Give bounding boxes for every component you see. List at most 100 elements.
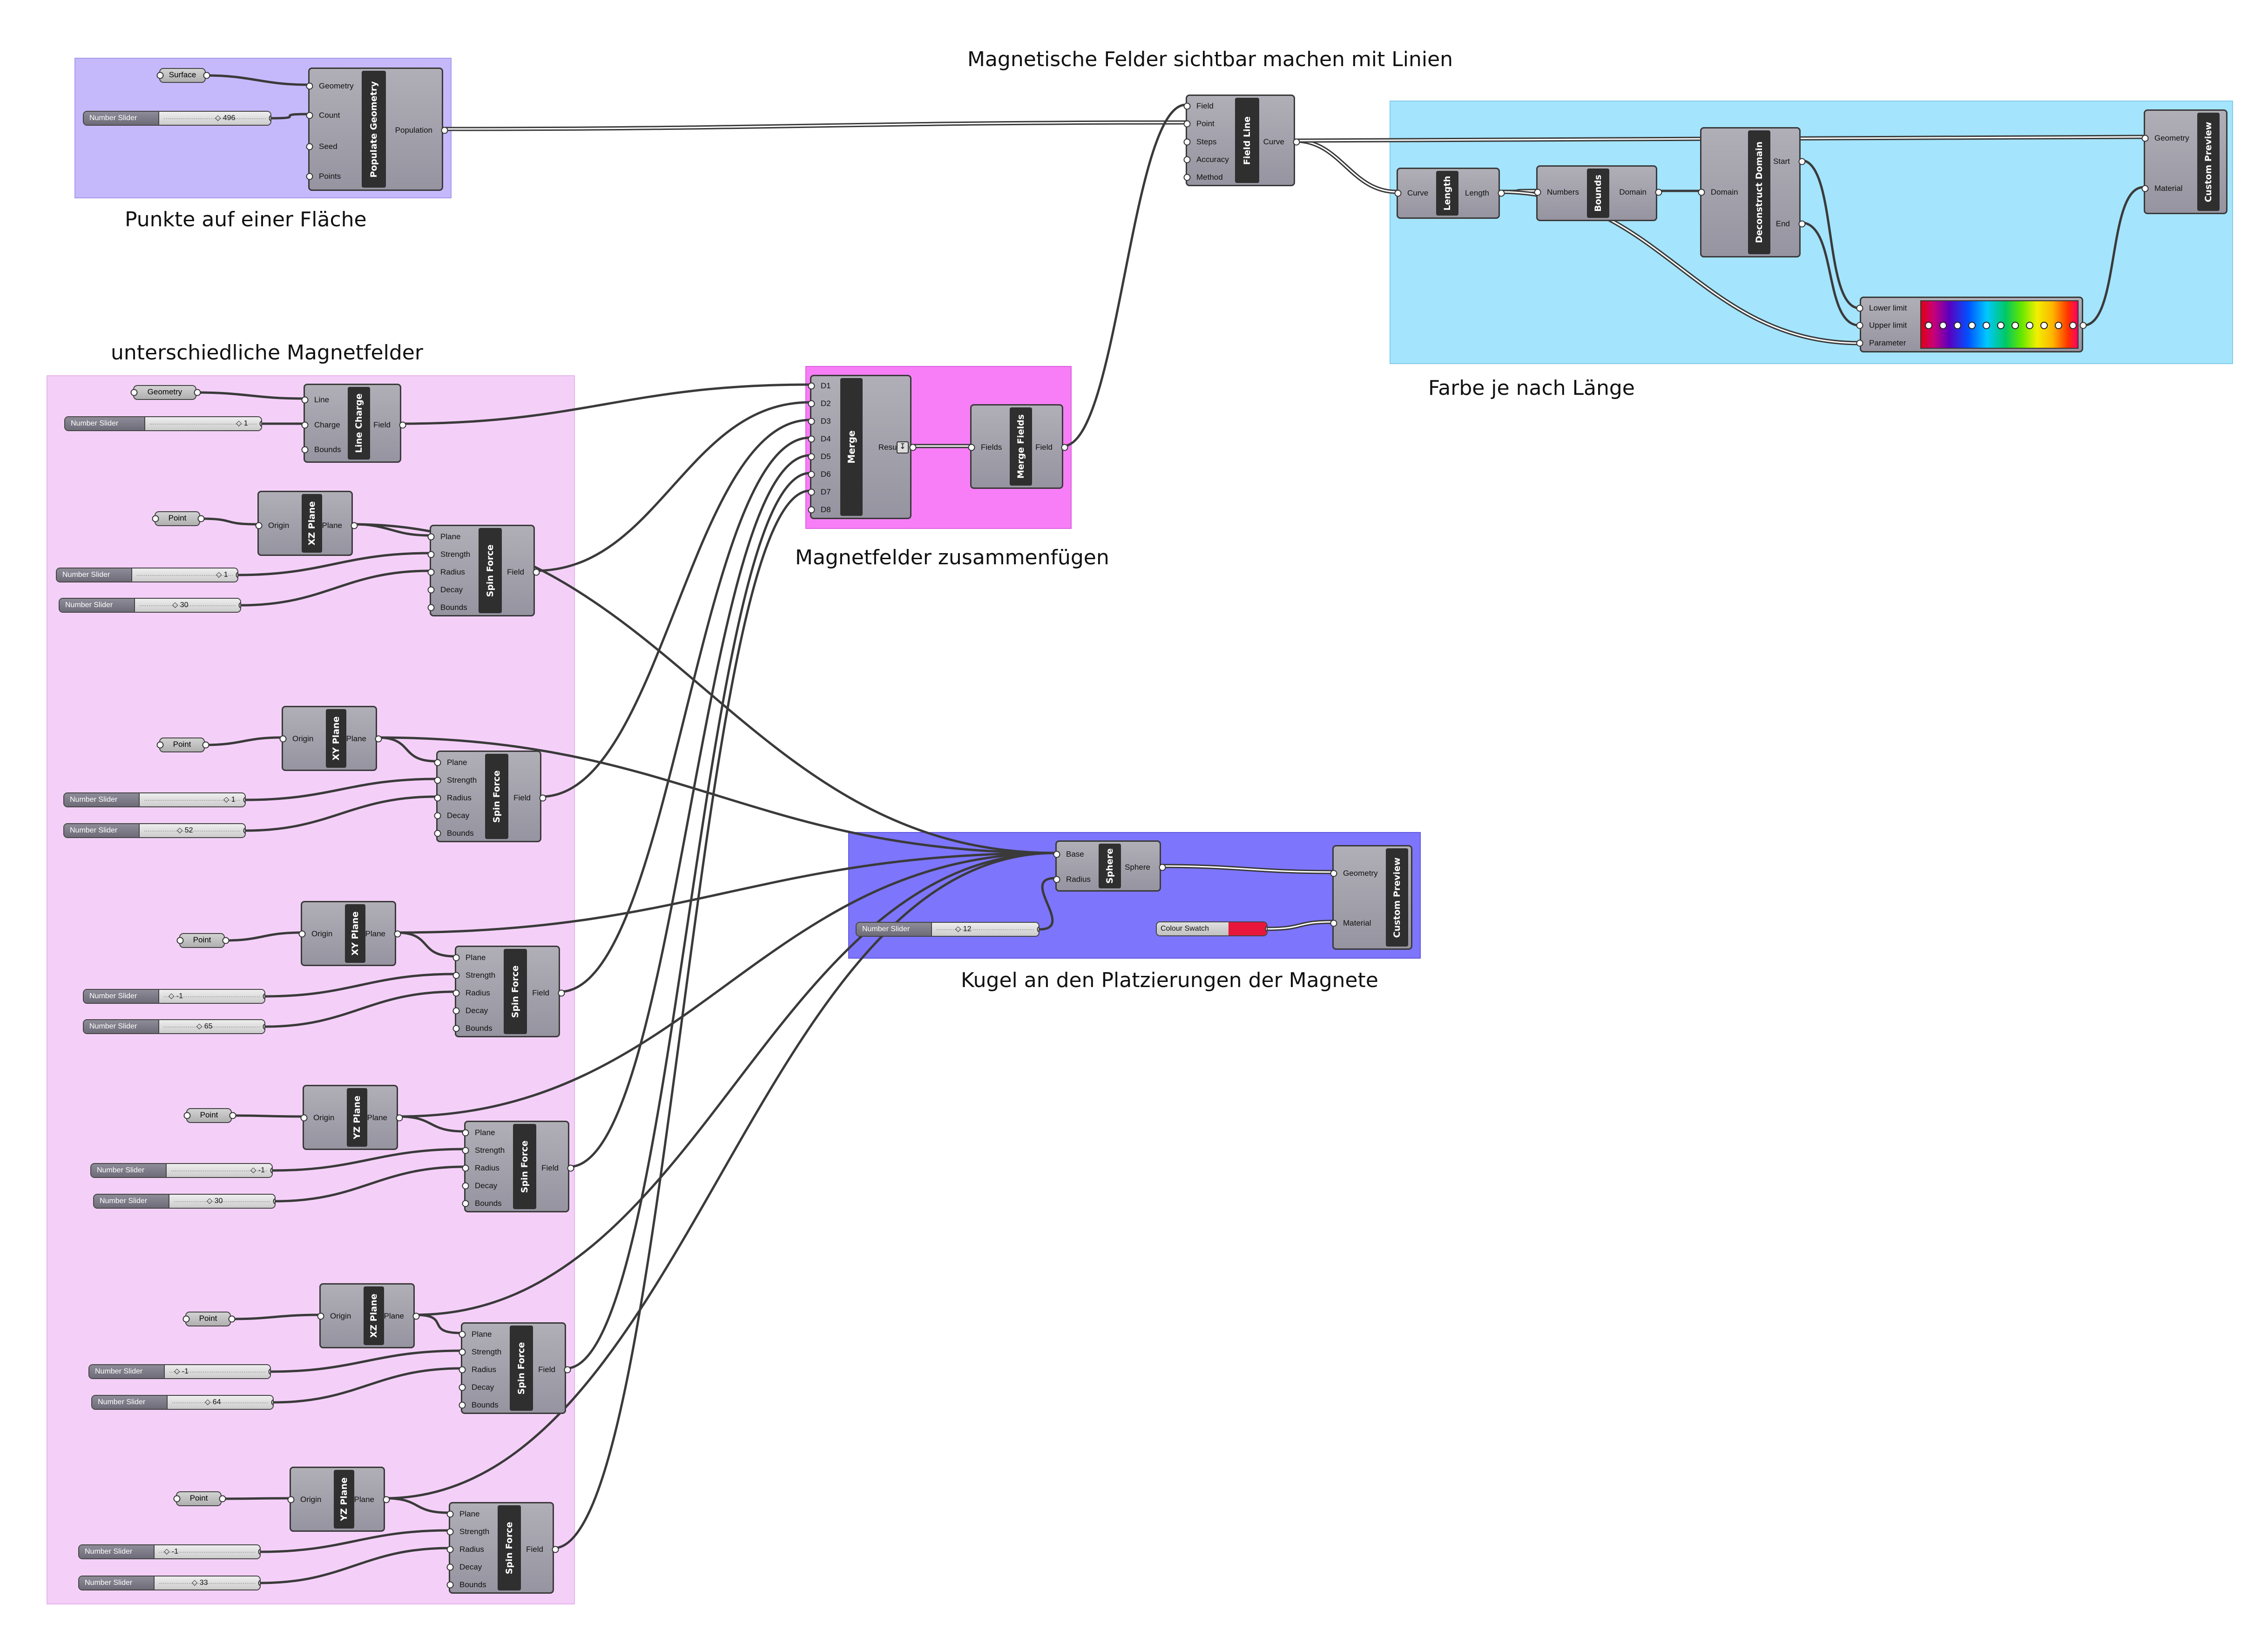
input-port[interactable] — [306, 173, 313, 180]
input-port[interactable] — [968, 444, 975, 451]
gradient-grip[interactable] — [1925, 322, 1932, 329]
slider-track[interactable]: ◇ 1 — [131, 568, 237, 582]
slider-track[interactable]: ◇ 1 — [139, 793, 245, 806]
input-port[interactable] — [427, 604, 435, 611]
input-port[interactable] — [1534, 189, 1541, 196]
input-port[interactable] — [434, 812, 441, 819]
input-port[interactable] — [306, 82, 313, 90]
input-port[interactable] — [301, 396, 309, 404]
slider-track[interactable]: ◇ -1 — [166, 1164, 272, 1177]
gradient-grip[interactable] — [2026, 322, 2033, 329]
input-port[interactable] — [427, 551, 435, 558]
input-port[interactable] — [434, 777, 441, 784]
input-port[interactable] — [1330, 920, 1337, 927]
input-port[interactable] — [427, 586, 435, 594]
output-port[interactable] — [394, 930, 401, 938]
input-port[interactable] — [287, 1496, 295, 1503]
gradient-grip[interactable] — [1983, 322, 1990, 329]
input-port[interactable] — [1183, 138, 1191, 146]
slider-track[interactable]: ◇ -1 — [154, 1545, 260, 1558]
slider-track[interactable]: ◇ 30 — [169, 1195, 275, 1208]
output-port[interactable] — [219, 1495, 226, 1502]
input-port[interactable] — [808, 453, 815, 460]
input-port[interactable] — [1394, 189, 1402, 197]
input-port[interactable] — [462, 1147, 469, 1154]
output-port[interactable] — [222, 937, 230, 944]
number-slider[interactable]: Number Slider◇ 52 — [63, 823, 246, 838]
gradient-grip[interactable] — [1968, 322, 1976, 329]
number-slider[interactable]: Number Slider◇ 1 — [56, 568, 238, 582]
number-slider[interactable]: Number Slider◇ -1 — [90, 1163, 273, 1178]
input-port[interactable] — [173, 1495, 181, 1502]
input-port[interactable] — [306, 143, 313, 150]
input-port[interactable] — [462, 1182, 469, 1190]
number-slider[interactable]: Number Slider◇ 12 — [856, 922, 1040, 937]
input-port[interactable] — [152, 515, 159, 522]
input-port[interactable] — [452, 1025, 460, 1032]
slider-track[interactable]: ◇ 1 — [144, 417, 261, 430]
param-geometry[interactable]: Geometry — [130, 385, 201, 400]
output-port[interactable] — [202, 741, 209, 749]
input-port[interactable] — [808, 471, 815, 478]
input-port[interactable] — [459, 1348, 466, 1356]
input-port[interactable] — [434, 830, 441, 837]
output-port[interactable] — [197, 515, 205, 522]
input-port[interactable] — [808, 506, 815, 514]
input-port[interactable] — [446, 1563, 454, 1571]
input-port[interactable] — [452, 954, 460, 961]
gradient-grip[interactable] — [2069, 322, 2077, 329]
number-slider[interactable]: Number Slider◇ 30 — [93, 1194, 276, 1209]
input-port[interactable] — [1183, 120, 1191, 128]
param-point[interactable]: Point — [183, 1108, 236, 1123]
input-port[interactable] — [462, 1129, 469, 1137]
param-point[interactable]: Point — [152, 511, 205, 526]
input-port[interactable] — [2141, 185, 2149, 192]
input-port[interactable] — [452, 989, 460, 997]
output-port[interactable] — [441, 127, 448, 134]
input-port[interactable] — [1856, 339, 1863, 347]
input-port[interactable] — [1856, 322, 1863, 329]
output-port[interactable] — [1159, 864, 1166, 871]
input-port[interactable] — [1856, 304, 1863, 312]
input-port[interactable] — [2141, 135, 2149, 142]
input-port[interactable] — [301, 421, 309, 429]
number-slider[interactable]: Number Slider◇ 65 — [83, 1019, 265, 1034]
output-port[interactable] — [383, 1496, 390, 1503]
input-port[interactable] — [130, 389, 138, 396]
param-point[interactable]: Point — [173, 1491, 226, 1506]
input-port[interactable] — [1053, 851, 1060, 858]
input-port[interactable] — [1698, 189, 1705, 196]
output-port[interactable] — [1798, 220, 1806, 228]
slider-track[interactable]: ◇ 30 — [134, 599, 240, 612]
input-port[interactable] — [459, 1331, 466, 1338]
output-port[interactable] — [558, 989, 565, 997]
input-port[interactable] — [183, 1112, 191, 1119]
gradient-grip[interactable] — [1954, 322, 1961, 329]
input-port[interactable] — [300, 1114, 308, 1122]
output-port[interactable] — [228, 1315, 236, 1323]
number-slider[interactable]: Number Slider◇ -1 — [83, 989, 265, 1004]
input-port[interactable] — [427, 568, 435, 576]
input-port[interactable] — [176, 937, 184, 944]
gradient-grip[interactable] — [1939, 322, 1947, 329]
gradient-grip[interactable] — [1997, 322, 2005, 329]
input-port[interactable] — [808, 488, 815, 496]
output-port[interactable] — [1061, 444, 1068, 451]
slider-track[interactable]: ◇ 12 — [931, 923, 1039, 936]
output-port[interactable] — [1293, 138, 1300, 146]
slider-track[interactable]: ◇ 52 — [139, 824, 245, 837]
number-slider[interactable]: Number Slider◇ -1 — [78, 1544, 261, 1559]
input-port[interactable] — [446, 1528, 454, 1536]
